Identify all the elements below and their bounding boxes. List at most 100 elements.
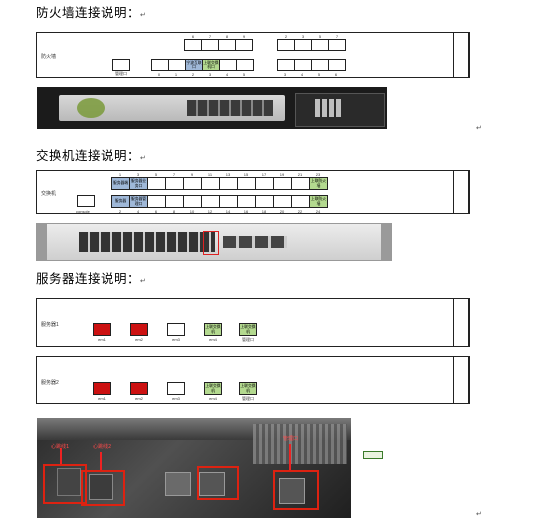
sw-num: 11 — [207, 172, 213, 177]
sw-num: 8 — [172, 209, 176, 214]
hb1-label: 心跳线1 — [51, 444, 70, 450]
switch-red-marker — [203, 231, 219, 255]
sw-uplink-port: 上联防火墙 — [309, 177, 328, 190]
rack-bay-right — [453, 356, 469, 404]
selected-cell[interactable] — [363, 451, 383, 459]
fw-port — [328, 59, 346, 71]
switch-heading: 交换机连接说明：↵ — [36, 148, 147, 163]
sw-num: 3 — [136, 172, 140, 177]
sw-num: 17 — [261, 172, 267, 177]
switch-console-label: console — [76, 209, 90, 214]
fw-num: 7 — [335, 34, 339, 39]
server-bracket — [253, 424, 347, 464]
sw-port — [237, 195, 256, 208]
firewall-mgmt-port — [112, 59, 130, 71]
sw-server-port: 服务器端 — [111, 177, 130, 190]
sw-num: 23 — [315, 172, 321, 177]
sw-port — [273, 195, 292, 208]
hb2-arrow-icon — [100, 452, 102, 470]
sw-num: 13 — [225, 172, 231, 177]
firewall-heading: 防火墙连接说明：↵ — [36, 5, 147, 20]
server1-rack-diagram: 服务器1 上联交换机 上联交换机 em1 em2 em3 em4 管理口 — [36, 298, 470, 347]
server-port-3 — [165, 472, 191, 496]
server-port-label: em2 — [135, 337, 143, 342]
sw-num: 10 — [189, 209, 195, 214]
sw-port — [201, 177, 220, 190]
fw-num: 5 — [317, 72, 321, 77]
rack-bay-left — [36, 32, 37, 78]
server2-em4-port: 上联交换机 — [204, 382, 222, 395]
fw-port — [311, 39, 329, 51]
server2-em2-port — [130, 382, 148, 395]
sw-port — [291, 195, 310, 208]
fw-port — [277, 59, 295, 71]
fw-port — [311, 59, 329, 71]
fw-port — [294, 39, 312, 51]
server-port-1 — [57, 468, 81, 496]
fw-num: 9 — [242, 34, 246, 39]
rack-bay-right — [453, 298, 469, 347]
sw-server-port: 服务器业务口 — [129, 177, 148, 190]
fw-num: 3 — [301, 34, 305, 39]
server2-em1-port — [93, 382, 111, 395]
fw-wan-port: 宁波互联口 — [185, 59, 203, 71]
fw-num: 1 — [174, 72, 178, 77]
fw-lan-port: 上联交换机口 — [202, 59, 220, 71]
server-port-label: em4 — [209, 396, 217, 401]
mgmt-photo-label: 管理口 — [283, 436, 299, 442]
sw-port — [255, 195, 274, 208]
sw-num: 21 — [297, 172, 303, 177]
sw-uplink-port: 上联防火墙 — [309, 195, 328, 208]
hb2-label: 心跳线2 — [93, 444, 112, 450]
fw-port — [151, 59, 169, 71]
server-port-label: em1 — [98, 396, 106, 401]
sw-port — [147, 177, 166, 190]
sw-num: 1 — [118, 172, 122, 177]
fw-num: 6 — [191, 34, 195, 39]
server1-em1-port — [93, 323, 111, 336]
hb1-arrow-icon — [60, 448, 62, 464]
server2-label: 服务器2 — [41, 380, 59, 386]
firewall-sfp-block — [315, 99, 341, 117]
firewall-rack-diagram: 防火墙 管理口 6 7 8 9 2 3 5 7 宁波互联口 上联交换机口 0 1… — [36, 32, 470, 78]
fw-port — [184, 39, 202, 51]
hb1-highlight-box — [43, 464, 87, 504]
server1-mgmt-port: 上联交换机 — [239, 323, 257, 336]
firewall-logo-icon — [77, 98, 105, 118]
paragraph-mark: ↵ — [476, 124, 482, 132]
switch-photo — [36, 223, 392, 261]
server1-em2-port — [130, 323, 148, 336]
paragraph-mark: ↵ — [476, 510, 482, 518]
fw-num: 3 — [208, 72, 212, 77]
server1-em3-port — [167, 323, 185, 336]
fw-num: 4 — [225, 72, 229, 77]
server1-em4-port: 上联交换机 — [204, 323, 222, 336]
server-heading: 服务器连接说明：↵ — [36, 271, 147, 286]
switch-ear-right — [381, 224, 391, 260]
server-port-label: 管理口 — [242, 396, 254, 401]
hb2-highlight-box — [81, 470, 125, 506]
sw-server-port: 服务器 — [111, 195, 130, 208]
firewall-mgmt-label: 管理口 — [115, 71, 127, 76]
sw-port — [183, 177, 202, 190]
sw-port — [183, 195, 202, 208]
sw-num: 9 — [190, 172, 194, 177]
mgmt-highlight-box — [273, 470, 319, 510]
server-port-label: 管理口 — [242, 337, 254, 342]
server2-mgmt-port: 上联交换机 — [239, 382, 257, 395]
fw-num: 6 — [334, 72, 338, 77]
mgmt-arrow-icon — [289, 444, 291, 470]
server2-em3-port — [167, 382, 185, 395]
fw-num: 8 — [225, 34, 229, 39]
server-port-label: em1 — [98, 337, 106, 342]
server-port-label: em4 — [209, 337, 217, 342]
sw-num: 18 — [261, 209, 267, 214]
sw-server-port: 服务器管理口 — [129, 195, 148, 208]
server-port-4 — [199, 472, 225, 496]
sw-num: 6 — [154, 209, 158, 214]
fw-num: 5 — [242, 72, 246, 77]
server-port-5 — [279, 478, 305, 504]
fw-port — [277, 39, 295, 51]
fw-port — [236, 59, 254, 71]
sw-num: 24 — [315, 209, 321, 214]
